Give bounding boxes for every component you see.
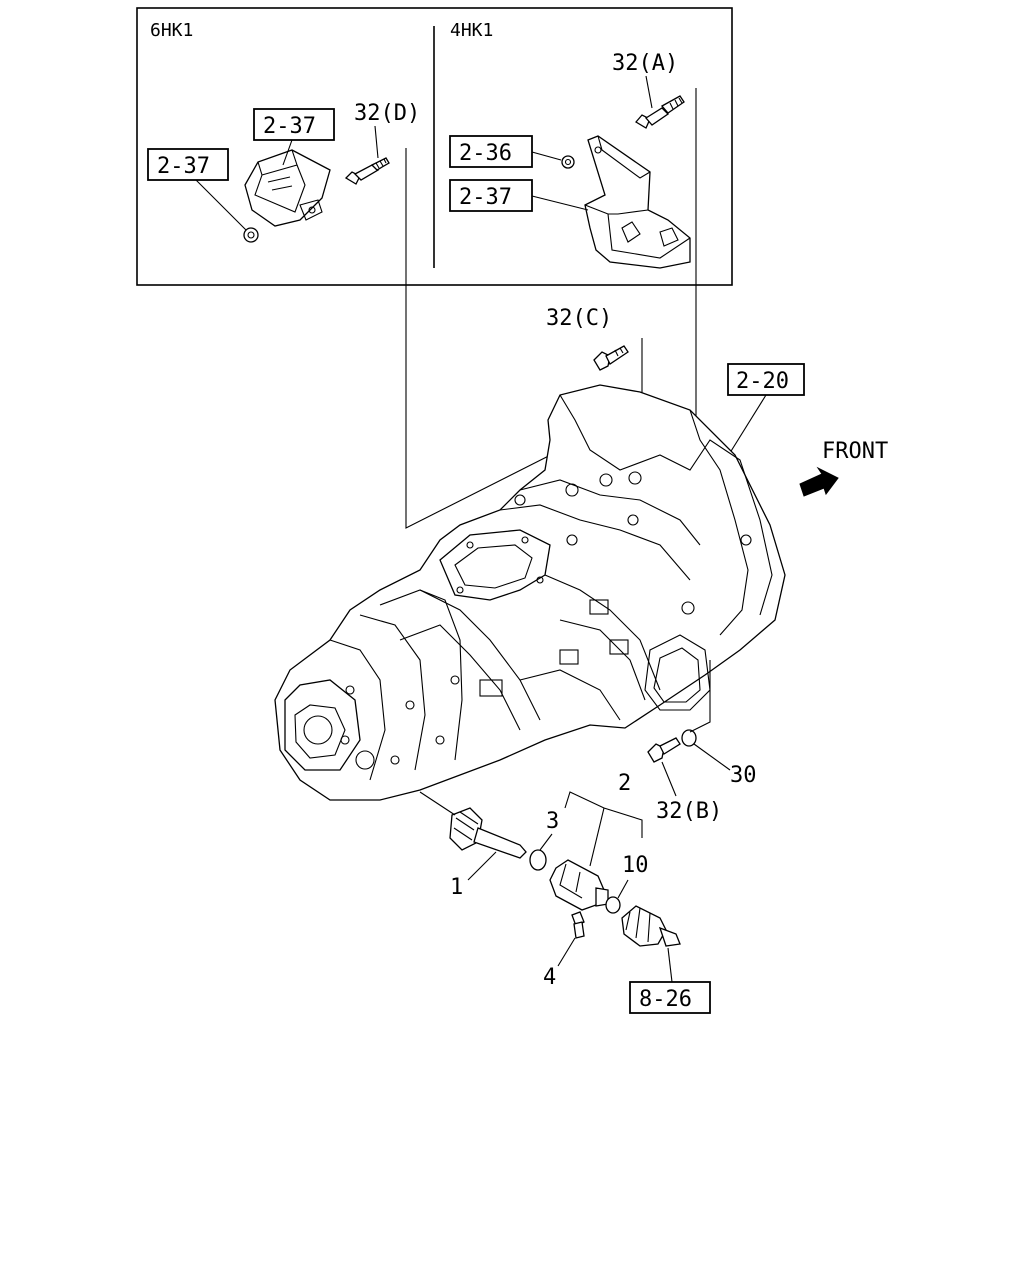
svg-text:3: 3 — [546, 809, 559, 834]
svg-text:32(D): 32(D) — [354, 101, 420, 126]
svg-text:8-26: 8-26 — [639, 987, 692, 1012]
svg-text:4: 4 — [543, 965, 556, 990]
callout-32d: 32(D) — [354, 101, 420, 159]
callout-2-20: 2-20 — [727, 363, 805, 457]
inset-title-6hk1: 6HK1 — [150, 20, 193, 41]
bracket-4hk1 — [561, 95, 691, 269]
callout-4: 4 — [543, 937, 576, 990]
bolt-32d-icon — [344, 157, 390, 185]
svg-text:32(C): 32(C) — [546, 306, 612, 331]
driven-gear-shaft — [449, 807, 527, 859]
front-label: FRONT — [822, 439, 888, 464]
speed-sensor — [621, 905, 681, 947]
nut-4hk1 — [561, 155, 575, 169]
inset-border — [136, 7, 733, 286]
svg-text:2: 2 — [618, 771, 631, 796]
svg-text:2-37: 2-37 — [263, 114, 316, 139]
engine-variant-inset: 6HK1 4HK1 — [136, 7, 733, 286]
callout-2-37-upper: 2-37 — [253, 108, 335, 166]
transmission-housing — [274, 384, 786, 801]
svg-text:32(A): 32(A) — [612, 51, 678, 76]
svg-text:32(B): 32(B) — [656, 799, 722, 824]
callout-32c: 32(C) — [546, 306, 612, 331]
o-ring — [529, 849, 547, 871]
callout-1: 1 — [450, 851, 497, 900]
bolt-32c-icon — [593, 345, 629, 371]
washer-30 — [681, 729, 697, 747]
svg-text:30: 30 — [730, 763, 757, 788]
front-indicator: FRONT — [799, 439, 888, 497]
inset-title-4hk1: 4HK1 — [450, 20, 493, 41]
svg-text:2-37: 2-37 — [157, 154, 210, 179]
callout-32b: 32(B) — [656, 761, 722, 824]
callout-3: 3 — [539, 809, 559, 851]
bolt-4-icon — [571, 911, 585, 939]
bolt-32a-icon — [635, 95, 685, 129]
shaft-leader — [419, 791, 456, 816]
svg-text:10: 10 — [622, 853, 649, 878]
callout-2-group: 2 — [564, 771, 643, 867]
nut-6hk1 — [243, 227, 259, 243]
svg-text:2-20: 2-20 — [736, 369, 789, 394]
callout-2-37-lower: 2-37 — [147, 148, 247, 231]
callout-32a: 32(A) — [612, 51, 678, 109]
callout-2-37-4hk1: 2-37 — [449, 179, 589, 212]
callout-2-36: 2-36 — [449, 135, 562, 168]
seal — [605, 896, 621, 914]
sleeve — [549, 859, 609, 911]
callout-30: 30 — [693, 743, 757, 788]
front-arrow-icon — [799, 466, 839, 497]
bracket-6hk1 — [243, 149, 390, 243]
svg-text:1: 1 — [450, 875, 463, 900]
washer-leader — [689, 660, 711, 733]
bolt-32b-icon — [647, 737, 681, 763]
callout-8-26: 8-26 — [629, 947, 711, 1014]
callout-10: 10 — [617, 853, 649, 899]
svg-text:2-36: 2-36 — [459, 141, 512, 166]
svg-text:2-37: 2-37 — [459, 185, 512, 210]
